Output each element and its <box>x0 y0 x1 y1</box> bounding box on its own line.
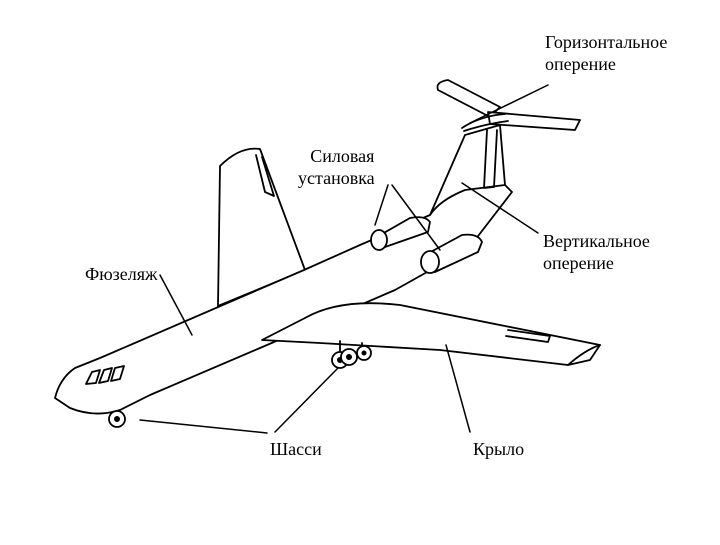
landing-gear-label: Шасси <box>270 439 322 459</box>
horizontal-tail-label: Горизонтальное оперение <box>545 31 667 75</box>
horizontal-stabilizer <box>436 79 581 132</box>
power-plant-label-line1: Силовая <box>310 146 375 166</box>
leader-lines <box>139 84 549 434</box>
vertical-tail-label-line2: оперение <box>543 253 614 273</box>
landing-gear <box>108 340 372 428</box>
power-plant-label-line2: установка <box>298 168 375 188</box>
horizontal-tail-label-line2: оперение <box>545 54 616 74</box>
power-plant-label: Силовая установка <box>298 145 375 189</box>
vertical-tail-label-line1: Вертикальное <box>543 231 650 251</box>
wing-label: Крыло <box>473 439 525 459</box>
vertical-tail-label: Вертикальное оперение <box>543 230 650 274</box>
fuselage-label: Фюзеляж <box>85 264 158 284</box>
near-wing <box>261 302 601 366</box>
horizontal-tail-label-line1: Горизонтальное <box>545 32 668 52</box>
far-wing <box>217 147 306 307</box>
engines <box>370 216 483 274</box>
